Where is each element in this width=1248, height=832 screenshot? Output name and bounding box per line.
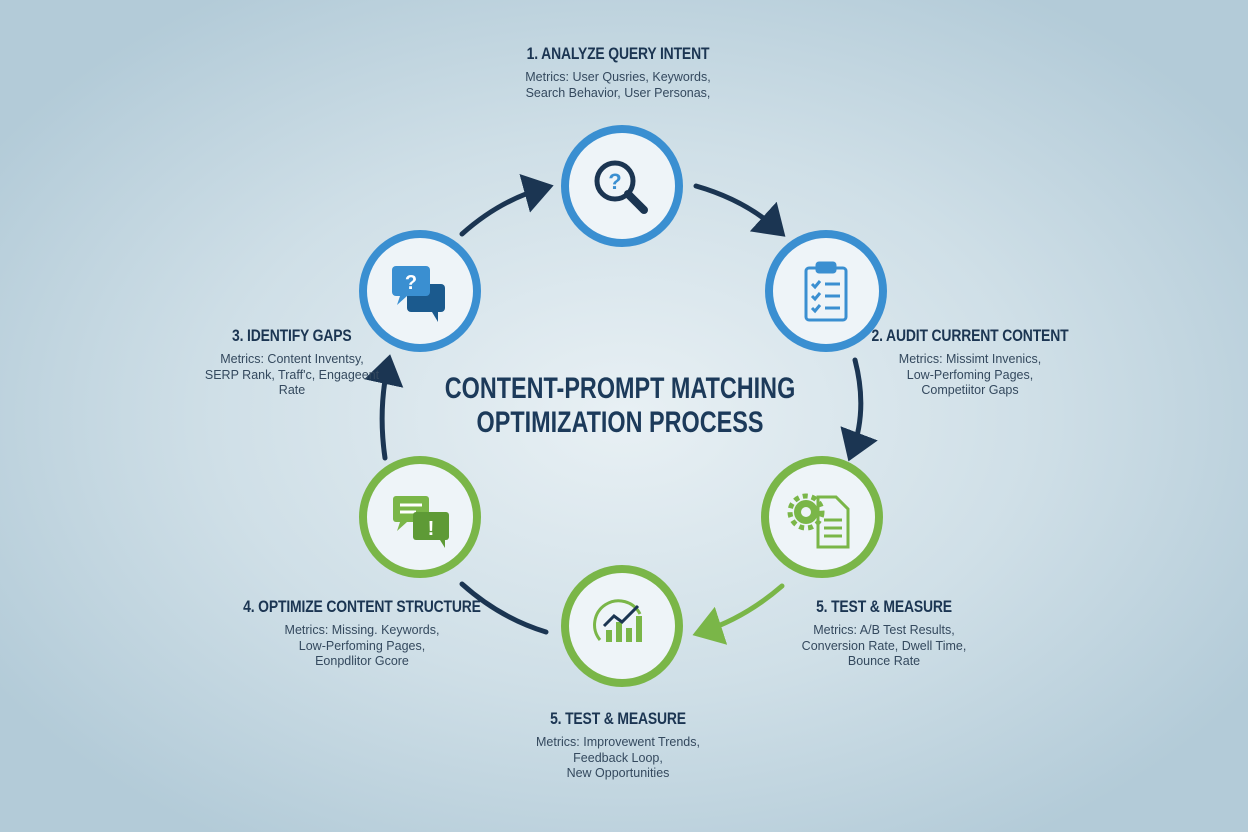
metric-line: Rate: [278, 383, 306, 397]
diagram-title: CONTENT-PROMPT MATCHING OPTIMIZATION PRO…: [395, 372, 844, 440]
title-line-2: OPTIMIZATION PROCESS: [476, 406, 764, 439]
step-1-label: 1. ANALYZE QUERY INTENT Metrics: User Qu…: [507, 44, 730, 101]
growth-chart-icon: [593, 599, 642, 642]
metric-line: Feedback Loop,: [573, 750, 663, 765]
step-heading: 3. IDENTIFY GAPS: [232, 326, 352, 345]
step-heading: 4. OPTIMIZE CONTENT STRUCTURE: [243, 597, 481, 616]
metric-line: Metrics: Missing. Keywords,: [284, 623, 440, 637]
metric-line: Search Behavior, User Personas,: [525, 85, 711, 100]
step-3-label: 3. IDENTIFY GAPS Metrics: Content Invent…: [205, 326, 379, 399]
arrow-6-to-4: [459, 581, 549, 635]
svg-text:!: !: [428, 518, 435, 540]
arrow-5-to-6: [692, 583, 785, 645]
metric-line: Low-Perfoming Pages,: [298, 638, 426, 653]
metric-line: Metrics: User Qusries, Keywords,: [525, 70, 711, 84]
metric-line: Conversion Rate, Dwell Time,: [801, 638, 967, 653]
step-4-label: 4. OPTIMIZE CONTENT STRUCTURE Metrics: M…: [217, 597, 507, 670]
arrow-2-to-5: [840, 357, 878, 462]
magnifier-question-icon: ?: [594, 160, 648, 214]
step-heading: 5. TEST & MEASURE: [816, 597, 952, 616]
title-line-1: CONTENT-PROMPT MATCHING: [444, 372, 796, 405]
metric-line: Eonpdlitor Gcore: [315, 654, 409, 668]
step-heading: 5. TEST & MEASURE: [550, 709, 686, 728]
arrow-3-to-1: [459, 173, 554, 237]
metric-line: Low-Perfoming Pages,: [906, 367, 1034, 382]
metric-line: Competiitor Gaps: [921, 383, 1019, 397]
metric-line: New Opportunities: [566, 766, 670, 780]
gear-document-icon: [787, 493, 850, 549]
metric-line: Metrics: Missimt Invenics,: [898, 352, 1042, 366]
step-1-circle: [561, 125, 683, 247]
step-5-label: 5. TEST & MEASURE Metrics: A/B Test Resu…: [801, 597, 967, 670]
metric-line: SERP Rank, Traff'c, Engageent: [204, 367, 380, 382]
arrow-1-to-2: [693, 183, 786, 237]
chat-exclamation-icon: !: [393, 496, 449, 548]
step-6-label: 5. TEST & MEASURE Metrics: Improvewent T…: [535, 709, 701, 782]
svg-text:?: ?: [405, 272, 417, 294]
metric-line: Metrics: A/B Test Results,: [813, 623, 955, 637]
clipboard-checklist-icon: [804, 261, 848, 322]
metric-line: Metrics: Improvewent Trends,: [536, 735, 700, 749]
step-2-label: 2. AUDIT CURRENT CONTENT Metrics: Missim…: [850, 326, 1090, 399]
step-heading: 2. AUDIT CURRENT CONTENT: [871, 326, 1069, 345]
metric-line: Bounce Rate: [847, 654, 921, 668]
step-heading: 1. ANALYZE QUERY INTENT: [526, 44, 710, 63]
chat-question-icon: ?: [392, 266, 445, 322]
step-2-circle: [765, 230, 887, 352]
metric-line: Metrics: Content Inventsy,: [220, 352, 364, 366]
arrow-4-to-3: [364, 354, 404, 461]
svg-text:?: ?: [608, 169, 621, 194]
